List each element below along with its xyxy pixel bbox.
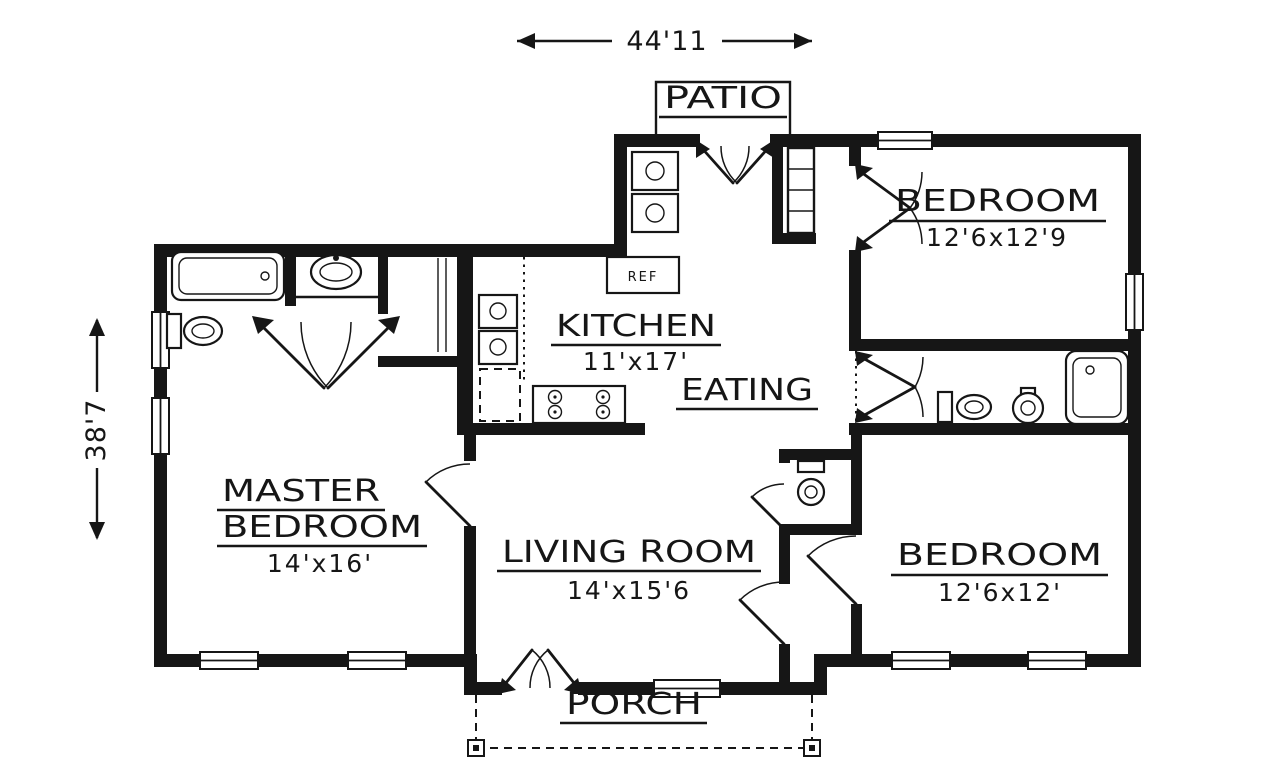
dim-width-label: 44'11 <box>626 26 707 57</box>
closet-master <box>437 258 447 352</box>
bathtub-hall <box>1064 349 1130 426</box>
master-bath-double-door <box>252 316 400 390</box>
refrigerator-label: REF <box>628 270 659 285</box>
porch-outline <box>467 695 821 757</box>
wall-living-left-b <box>464 526 476 667</box>
arrow-down-icon <box>89 522 105 540</box>
wall-kitchen-living <box>464 423 645 435</box>
interior-walls <box>285 134 1141 694</box>
wall-wc-top <box>779 449 862 460</box>
bedroom-top-label: BEDROOM <box>895 184 1100 219</box>
toilet-hall-bath <box>936 390 993 424</box>
vanity-sink-master <box>296 253 378 299</box>
dim-depth-label: 38'7 <box>81 399 112 462</box>
arrow-left-icon <box>517 33 535 49</box>
wall-top-left-of-patio-door <box>614 134 700 147</box>
bedroom-bottom-door <box>806 535 858 606</box>
wall-linen-bottom <box>772 233 816 244</box>
wall-bottom-right <box>814 654 1141 667</box>
bathroom-door <box>855 351 924 423</box>
wall-closet-left <box>378 244 388 314</box>
wall-bedroom-top-b <box>849 250 861 351</box>
master-bedroom-door <box>424 463 472 528</box>
wall-closet-bottom <box>378 356 473 367</box>
window-bedroom-bottom-2 <box>1027 651 1087 670</box>
window-master-1 <box>199 651 259 670</box>
bedroom-top-door <box>855 164 923 252</box>
room-labels: PATIO BEDROOM 12'6x12'9 KITCHEN 11'x17' … <box>217 81 1108 725</box>
wall-bath-top <box>849 339 1141 351</box>
bedroom-top-size: 12'6x12'9 <box>926 223 1068 252</box>
window-bedroom-top-right <box>1125 273 1144 331</box>
front-door <box>498 648 582 694</box>
patio-walls <box>654 80 792 140</box>
arrow-up-icon <box>89 318 105 336</box>
dimension-width: 44'11 <box>517 26 812 57</box>
doors <box>252 140 924 694</box>
window-living <box>653 679 721 698</box>
living-label: LIVING ROOM <box>502 535 756 570</box>
wall-divider-left <box>457 244 473 435</box>
wc-door <box>750 483 786 531</box>
wall-living-right-b <box>779 644 790 694</box>
window-bedroom-bottom-1 <box>891 651 951 670</box>
master-label-line1: MASTER <box>222 474 380 509</box>
eating-label: EATING <box>681 373 813 408</box>
wall-connector <box>614 134 627 257</box>
patio-double-door <box>696 140 774 185</box>
master-label-line2: BEDROOM <box>222 510 422 545</box>
hall-door <box>738 581 786 646</box>
bathtub-master <box>170 250 286 302</box>
pedestal-sink <box>1011 386 1045 425</box>
wall-tub-stub <box>285 244 296 306</box>
arrow-right-icon <box>794 33 812 49</box>
porch-label: PORCH <box>566 687 702 722</box>
bedroom-bottom-label: BEDROOM <box>897 538 1102 573</box>
wall-top-right <box>770 134 1141 147</box>
toilet-master <box>165 312 224 350</box>
window-bedroom-top <box>877 131 933 150</box>
stove <box>531 384 627 425</box>
wall-living-right-a <box>779 534 790 584</box>
porch-post-core <box>809 745 815 751</box>
window-master-2 <box>347 651 407 670</box>
patio-outline <box>654 80 792 140</box>
kitchen-label: KITCHEN <box>556 309 716 344</box>
dimension-depth: 38'7 <box>81 318 112 540</box>
patio-label: PATIO <box>664 81 782 116</box>
refrigerator: REF <box>605 255 681 295</box>
kitchen-size: 11'x17' <box>583 347 689 376</box>
kitchen-counter <box>477 257 525 422</box>
porch-post-core <box>473 745 479 751</box>
bedroom-bottom-size: 12'6x12' <box>938 578 1062 607</box>
wall-kitchen-hall <box>772 134 783 244</box>
windows <box>151 131 1144 698</box>
wall-bedroom-top-a <box>849 134 861 166</box>
kitchen-sink <box>630 150 680 234</box>
wall-bath-bottom <box>849 423 1141 435</box>
linen-closet <box>786 146 816 235</box>
wall-right <box>1128 134 1141 667</box>
living-size: 14'x15'6 <box>567 576 691 605</box>
wall-bedroom-bottom-a <box>851 423 862 449</box>
wall-wc-bottom <box>779 524 862 535</box>
toilet-wc <box>796 459 826 507</box>
wall-bedroom-bottom-c <box>851 604 862 654</box>
wall-bedroom-bottom-b <box>851 449 862 535</box>
window-left-lower <box>151 397 170 455</box>
wall-living-left-a <box>464 435 476 461</box>
wall-left <box>154 244 167 667</box>
wall-wc-left-stub <box>779 449 790 463</box>
master-size: 14'x16' <box>267 549 373 578</box>
fixtures: REF <box>165 146 1130 507</box>
